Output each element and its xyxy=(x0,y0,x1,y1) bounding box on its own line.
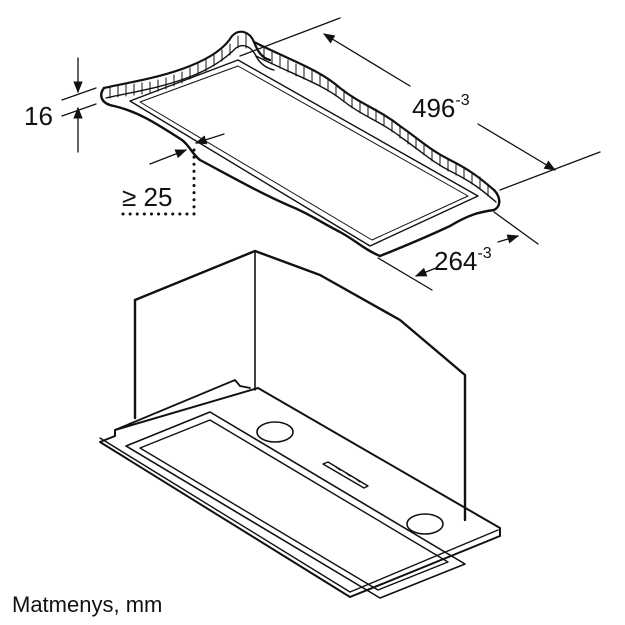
cutout-inner xyxy=(139,65,469,241)
hood-panel-outer xyxy=(125,411,466,599)
dim-length xyxy=(239,17,601,191)
hood-housing xyxy=(133,249,467,522)
edge-distance-label: ≥ 25 xyxy=(122,182,173,212)
panel-edge-front-right xyxy=(378,188,501,258)
cutout-outline xyxy=(129,59,479,247)
thickness-label: 16 xyxy=(24,101,53,131)
light-right xyxy=(406,513,444,535)
hatch-lines xyxy=(109,33,489,197)
dim-thickness xyxy=(61,57,97,153)
length-label: 496-3 xyxy=(412,92,470,123)
length-tolerance: -3 xyxy=(455,92,470,109)
panel-edge-front-left xyxy=(100,86,382,258)
hood-flange xyxy=(114,379,251,431)
panel-edge-hatch-right xyxy=(252,40,496,192)
depth-tolerance: -3 xyxy=(477,245,492,262)
dim-depth xyxy=(377,211,539,291)
units-caption: Matmenys, mm xyxy=(12,592,163,617)
panel-edge-hatch-left xyxy=(102,30,272,90)
control-strip xyxy=(322,461,369,489)
length-value: 496 xyxy=(412,93,456,123)
hood-unit xyxy=(99,249,501,599)
light-left xyxy=(256,421,294,443)
hood-panel-inner xyxy=(139,419,449,591)
cabinet-panel xyxy=(100,30,501,258)
depth-value: 264 xyxy=(434,246,478,276)
depth-label: 264-3 xyxy=(434,245,492,276)
dim-edge-distance xyxy=(120,133,225,216)
